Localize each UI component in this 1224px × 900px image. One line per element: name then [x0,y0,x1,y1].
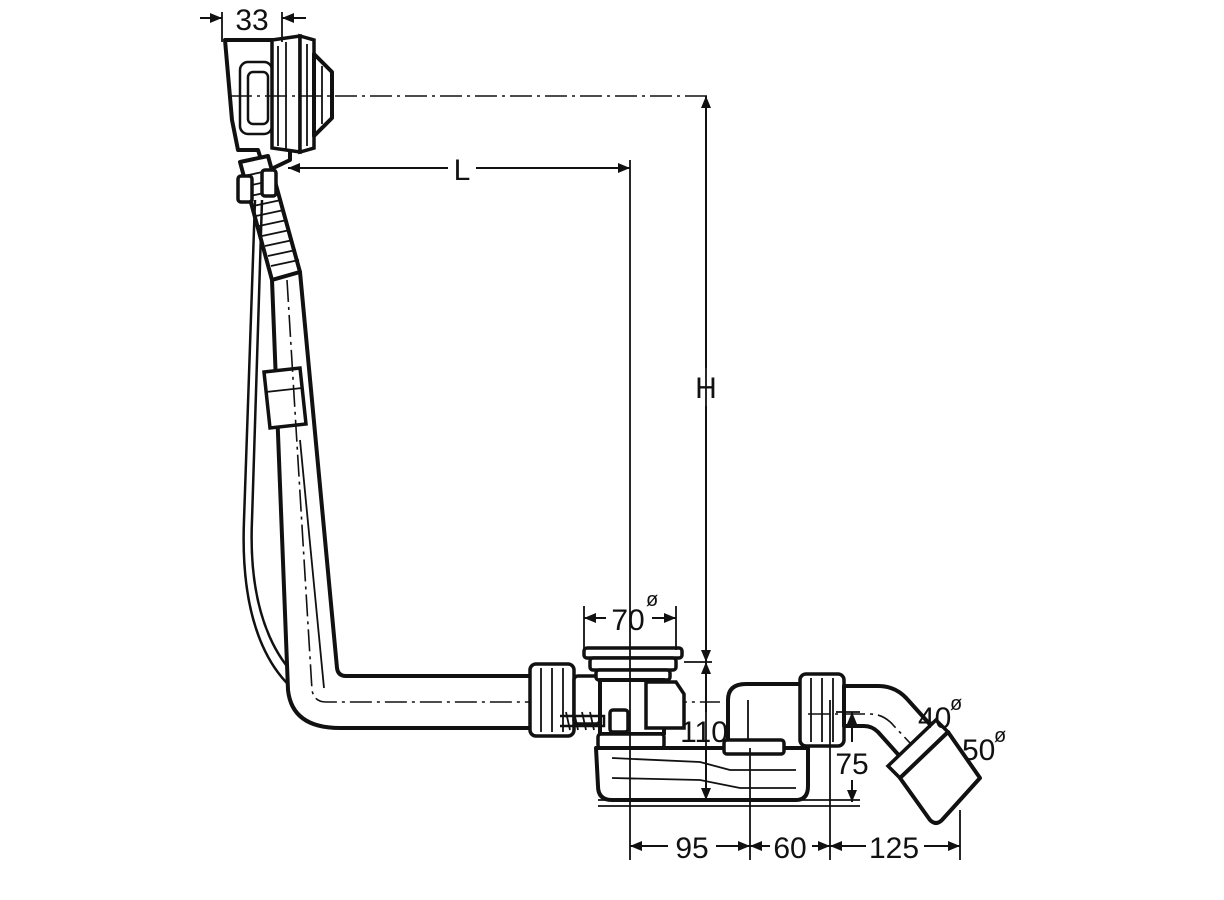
dimension-L-label: L [454,154,471,187]
overflow-head [223,33,334,174]
diameter-symbol-70: ø [646,589,658,611]
trap-riser [722,682,810,756]
dimension-75: 75 [835,712,869,802]
dimension-125: 125 [830,832,960,865]
dimension-70-label: 70 [611,604,644,637]
dimension-60: 60 [750,832,830,865]
dimension-110-label: 110 [680,716,728,749]
dimension-33-label: 33 [235,4,268,37]
diameter-symbol-50: ø [994,725,1006,747]
dimension-40-label: 40 [918,702,951,735]
dimension-lines [221,12,961,860]
trap-body [594,746,860,807]
dimension-H: H [695,96,717,662]
outlet-diameter-labels: 40 ø 50 ø [918,693,1006,767]
dimension-50-label: 50 [962,734,995,767]
diameter-symbol-40: ø [950,693,962,715]
dimension-95: 95 [630,832,750,865]
dimension-110: 110 [680,662,728,800]
dimension-H-label: H [695,372,717,405]
union-nut-left [528,662,602,738]
dimension-125-label: 125 [869,832,919,865]
flexible-hose [236,154,302,282]
dimension-33: 33 [200,4,306,37]
union-nut-right [798,672,846,748]
waste-fitting [560,646,686,750]
dimension-70: 70 ø [584,589,676,637]
dimension-95-label: 95 [675,832,708,865]
dimension-75-label: 75 [835,748,868,781]
outlet-spigot [885,717,982,825]
dimension-L: L [288,154,630,187]
dimension-60-label: 60 [773,832,806,865]
